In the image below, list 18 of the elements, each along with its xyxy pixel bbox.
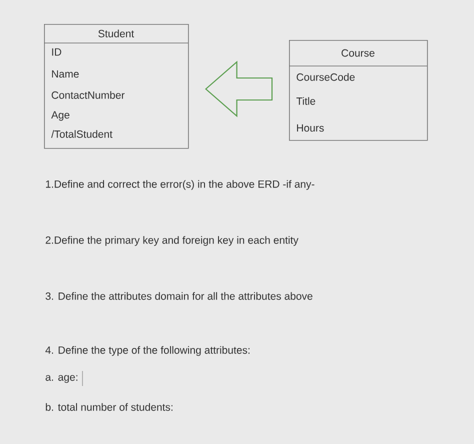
- attribute-text: Name: [52, 70, 79, 78]
- attribute-text: Title: [296, 97, 316, 105]
- question-text: 2.Define the primary key and foreign key in each entity: [46, 236, 298, 246]
- attribute-text: Age: [51, 111, 70, 121]
- question-text: 1.Define and correct the error(s) in the above ERD -if any-: [46, 180, 314, 190]
- attribute-text: /TotalStudent: [51, 130, 112, 138]
- question-text: 4. Define the type of the following attributes:: [45, 346, 250, 356]
- question-text: a. age:: [46, 375, 78, 383]
- question-text: b. total number of students:: [46, 403, 172, 411]
- attribute-text: CourseCode: [296, 73, 355, 81]
- entity-table: [288, 40, 428, 141]
- entity-name: Student: [98, 30, 134, 38]
- attribute-text: Hours: [297, 124, 324, 132]
- entity-name: Course: [342, 49, 374, 57]
- attribute-text: ID: [52, 48, 62, 56]
- attribute-text: ContactNumber: [52, 91, 125, 99]
- question-text: 3. Define the attributes domain for all the attributes above: [46, 292, 312, 300]
- entity-table: [44, 24, 189, 149]
